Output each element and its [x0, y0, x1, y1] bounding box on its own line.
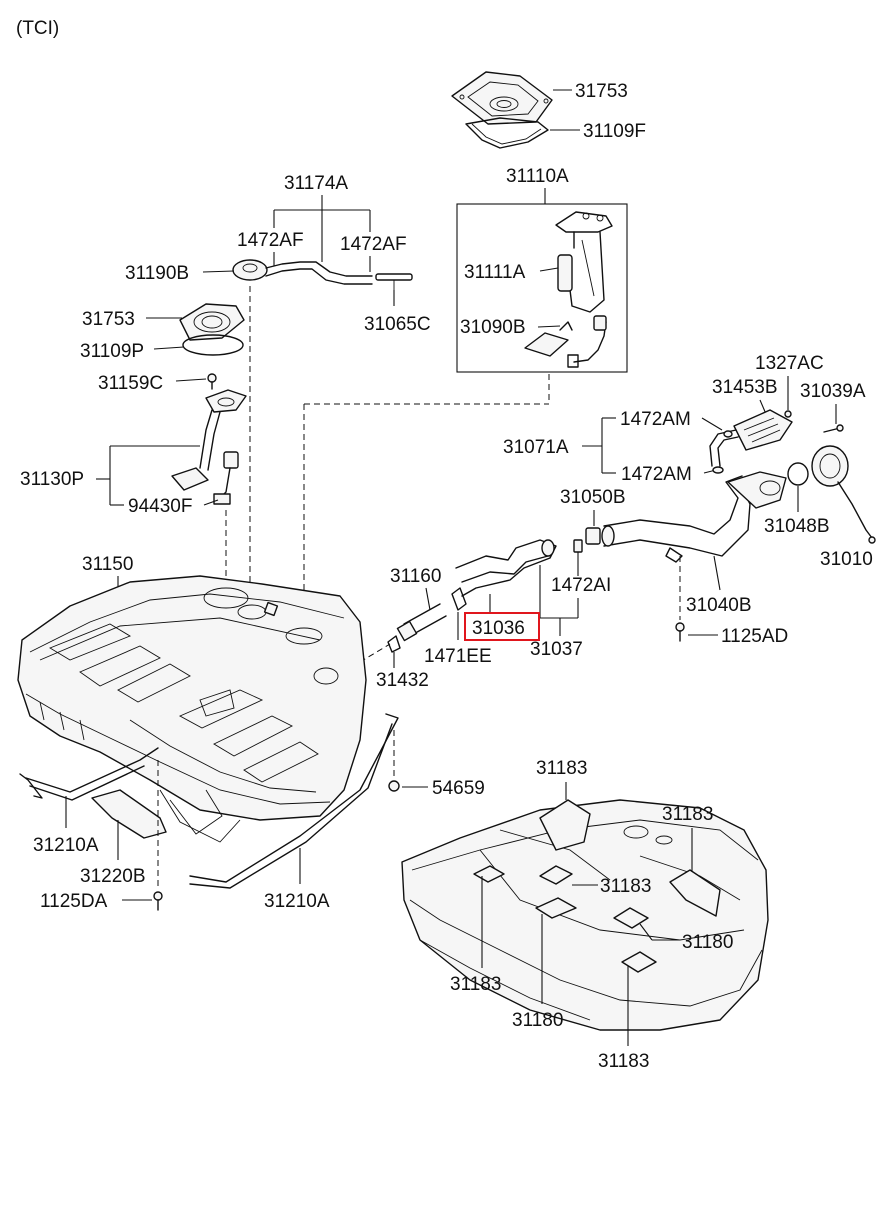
label-1471EE: 1471EE [424, 646, 492, 667]
fuel-tank-31150 [17, 575, 367, 843]
clamp-31050B [585, 527, 601, 545]
clamp-1472AI [573, 539, 583, 553]
label-31040B: 31040B [686, 595, 752, 616]
label-1472AM-top: 1472AM [620, 409, 691, 430]
label-31039A: 31039A [800, 381, 866, 402]
vapor-hose [709, 429, 739, 474]
label-31160: 31160 [390, 566, 441, 587]
label-31183-b: 31183 [662, 804, 713, 825]
variant-label: (TCI) [16, 18, 59, 39]
label-94430F: 94430F [128, 496, 192, 517]
fuel-pump-module-box [456, 203, 628, 373]
label-1327AC: 1327AC [755, 353, 824, 374]
label-31111A: 31111A [464, 262, 526, 283]
label-31753-left: 31753 [82, 309, 135, 330]
bolt-31039A [823, 424, 844, 433]
label-31150: 31150 [82, 554, 133, 575]
label-31183-a: 31183 [536, 758, 587, 779]
fuel-sender-unit [524, 315, 607, 368]
bolt-1125AD [675, 622, 685, 642]
label-31753-top: 31753 [575, 81, 628, 102]
label-31110A: 31110A [506, 166, 569, 187]
label-31071A: 31071A [503, 437, 569, 458]
label-31432: 31432 [376, 670, 429, 691]
pad-31180-center [535, 897, 577, 919]
pad-31180-right [613, 907, 649, 929]
label-31210A-right: 31210A [264, 891, 330, 912]
label-1472AF-right: 1472AF [340, 234, 407, 255]
label-31453B: 31453B [712, 377, 778, 398]
label-31109F: 31109F [583, 121, 646, 142]
label-31010: 31010 [820, 549, 873, 570]
label-31159C: 31159C [98, 373, 163, 394]
vent-hose [232, 259, 413, 290]
fuel-tank-underside [401, 799, 769, 1031]
protector-31220B [91, 789, 167, 839]
fuel-cap-31010 [811, 445, 876, 544]
label-31048B: 31048B [764, 516, 830, 537]
label-31183-c: 31183 [600, 876, 651, 897]
label-31130P: 31130P [20, 469, 84, 490]
filler-neck-pipe [601, 471, 787, 563]
label-31090B: 31090B [460, 317, 526, 338]
label-54659: 54659 [432, 778, 485, 799]
pad-31183-mid [539, 865, 573, 885]
clamp-31432 [387, 635, 401, 653]
vapor-canister [733, 409, 793, 451]
filler-hose-31036 [455, 539, 557, 597]
label-31190B: 31190B [125, 263, 189, 284]
tank-strap-left [19, 747, 159, 801]
breather-hose-31160 [396, 603, 447, 642]
label-1472AF-left: 1472AF [237, 230, 304, 251]
label-1472AI: 1472AI [551, 575, 611, 596]
fuel-pump-module [555, 211, 613, 313]
label-1125AD: 1125AD [721, 626, 788, 647]
pad-31183-bottom [621, 951, 657, 973]
gasket-left [182, 334, 244, 356]
label-31210A-left: 31210A [33, 835, 99, 856]
label-31220B: 31220B [80, 866, 146, 887]
label-31180-b: 31180 [512, 1010, 563, 1031]
label-31050B: 31050B [560, 487, 626, 508]
label-31037: 31037 [530, 639, 583, 660]
label-31036: 31036 [472, 618, 525, 639]
label-31174A: 31174A [284, 173, 348, 194]
nut-54659 [388, 780, 400, 792]
label-31180-a: 31180 [682, 932, 733, 953]
filler-gasket-31048B [787, 462, 809, 486]
label-31109P: 31109P [80, 341, 144, 362]
screw-31159C [207, 373, 217, 390]
tank-strap-right [189, 713, 399, 889]
bolt-1125DA [153, 891, 163, 911]
highlight-31036-box [464, 612, 540, 641]
fuel-sender-module [171, 389, 247, 505]
label-31183-d: 31183 [450, 974, 501, 995]
label-1472AM-bottom: 1472AM [621, 464, 692, 485]
pad-31183-right [669, 869, 721, 917]
clamp-1471EE [451, 587, 467, 611]
pad-31183-top [539, 799, 591, 851]
access-cover-plate-top [451, 71, 553, 125]
access-cover-plate-left [179, 303, 245, 341]
label-1125DA: 1125DA [40, 891, 108, 912]
label-31183-e: 31183 [598, 1051, 649, 1072]
label-31065C: 31065C [364, 314, 431, 335]
gasket-top [465, 117, 549, 149]
